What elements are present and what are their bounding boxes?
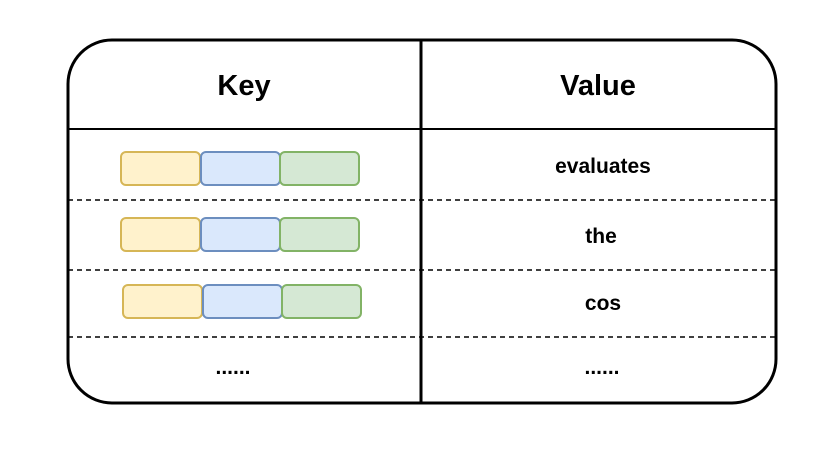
key-block-green (279, 217, 360, 252)
value-cell-row-3: cos (585, 292, 621, 315)
key-block-green (281, 284, 362, 319)
key-block-yellow (120, 217, 201, 252)
value-cell-row-1: evaluates (555, 155, 651, 178)
key-column-header: Key (217, 70, 270, 102)
key-block-blue (202, 284, 283, 319)
key-block-blue (200, 151, 281, 186)
value-cell-row-2: the (585, 225, 617, 248)
value-ellipsis: ...... (584, 356, 619, 379)
key-block-yellow (122, 284, 203, 319)
key-vector-row-1 (120, 151, 360, 186)
key-block-green (279, 151, 360, 186)
key-ellipsis: ...... (215, 356, 250, 379)
key-block-blue (200, 217, 281, 252)
key-vector-row-3 (122, 284, 362, 319)
key-block-yellow (120, 151, 201, 186)
value-column-header: Value (560, 70, 636, 102)
key-vector-row-2 (120, 217, 360, 252)
